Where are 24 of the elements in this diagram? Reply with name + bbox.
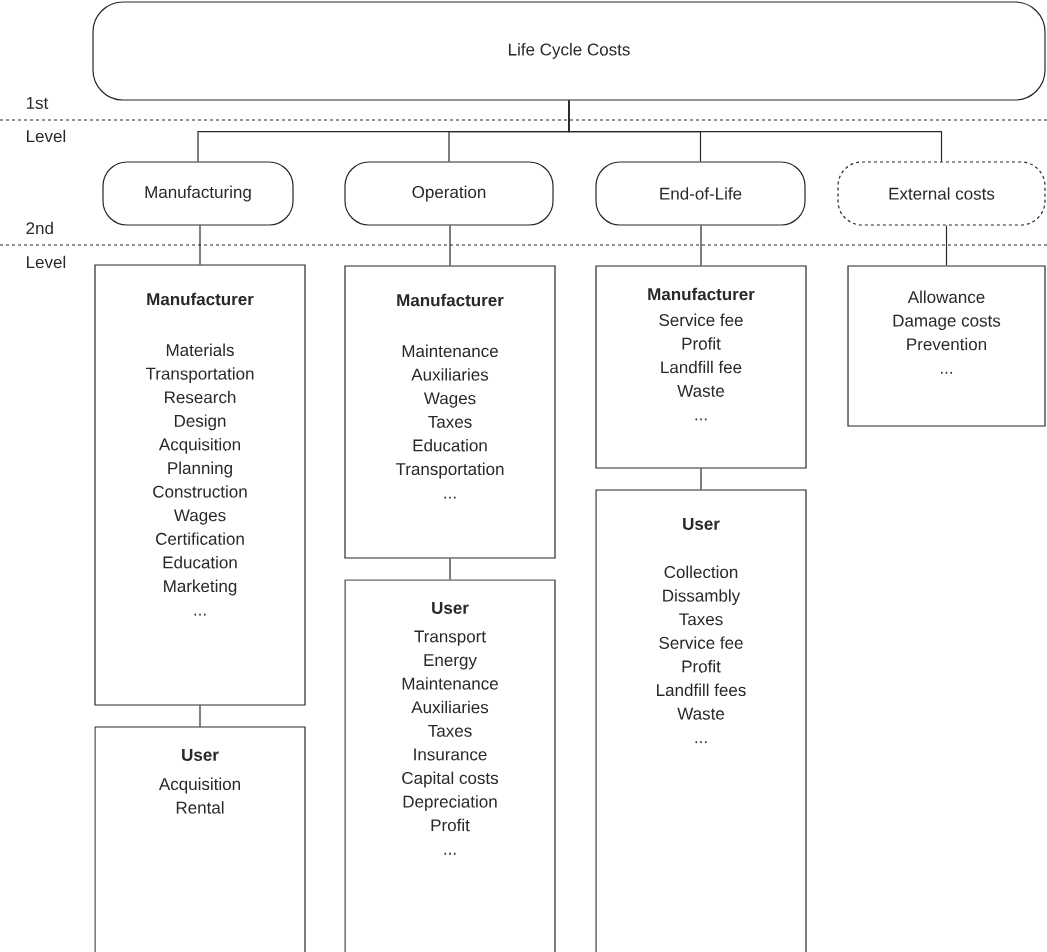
category-box: Manufacturing	[102, 161, 294, 226]
category-box: End-of-Life	[595, 161, 806, 226]
cost-box: Manufacturer Service fee Profit Landfill fee Waste ...	[595, 265, 807, 469]
connector-line	[700, 468, 702, 490]
cost-box: User Acquisition Rental	[94, 726, 306, 952]
connector-line	[568, 100, 943, 162]
connector-line	[199, 705, 201, 727]
cost-box: Manufacturer Materials Transportation Research Design Acquisition Planning Construction Wages Certification Education Marketing ...	[94, 264, 306, 706]
connector-line	[449, 558, 451, 580]
cost-box: Manufacturer Maintenance Auxiliaries Wages Taxes Education Transportation ...	[344, 265, 556, 559]
connector-line	[199, 225, 201, 265]
level-label: 1st	[26, 97, 49, 109]
level-label: 2nd	[26, 221, 53, 235]
category-box: Life Cycle Costs	[92, 1, 1046, 101]
connector-line	[700, 225, 702, 266]
connector-line	[945, 225, 948, 266]
cost-box: User Transport Energy Maintenance Auxiliaries Taxes Insurance Capital costs Depreciation Profit ...	[344, 579, 556, 952]
cost-box: Allowance Damage costs Prevention ...	[847, 265, 1046, 427]
cost-box: User Collection Dissambly Taxes Service fee Profit Landfill fees Waste ...	[595, 489, 807, 952]
category-box: External costs	[837, 161, 1046, 226]
level-label: Level	[27, 129, 66, 143]
connector-line	[449, 225, 451, 266]
level-label: Level	[27, 255, 66, 269]
category-box: Operation	[344, 161, 554, 226]
